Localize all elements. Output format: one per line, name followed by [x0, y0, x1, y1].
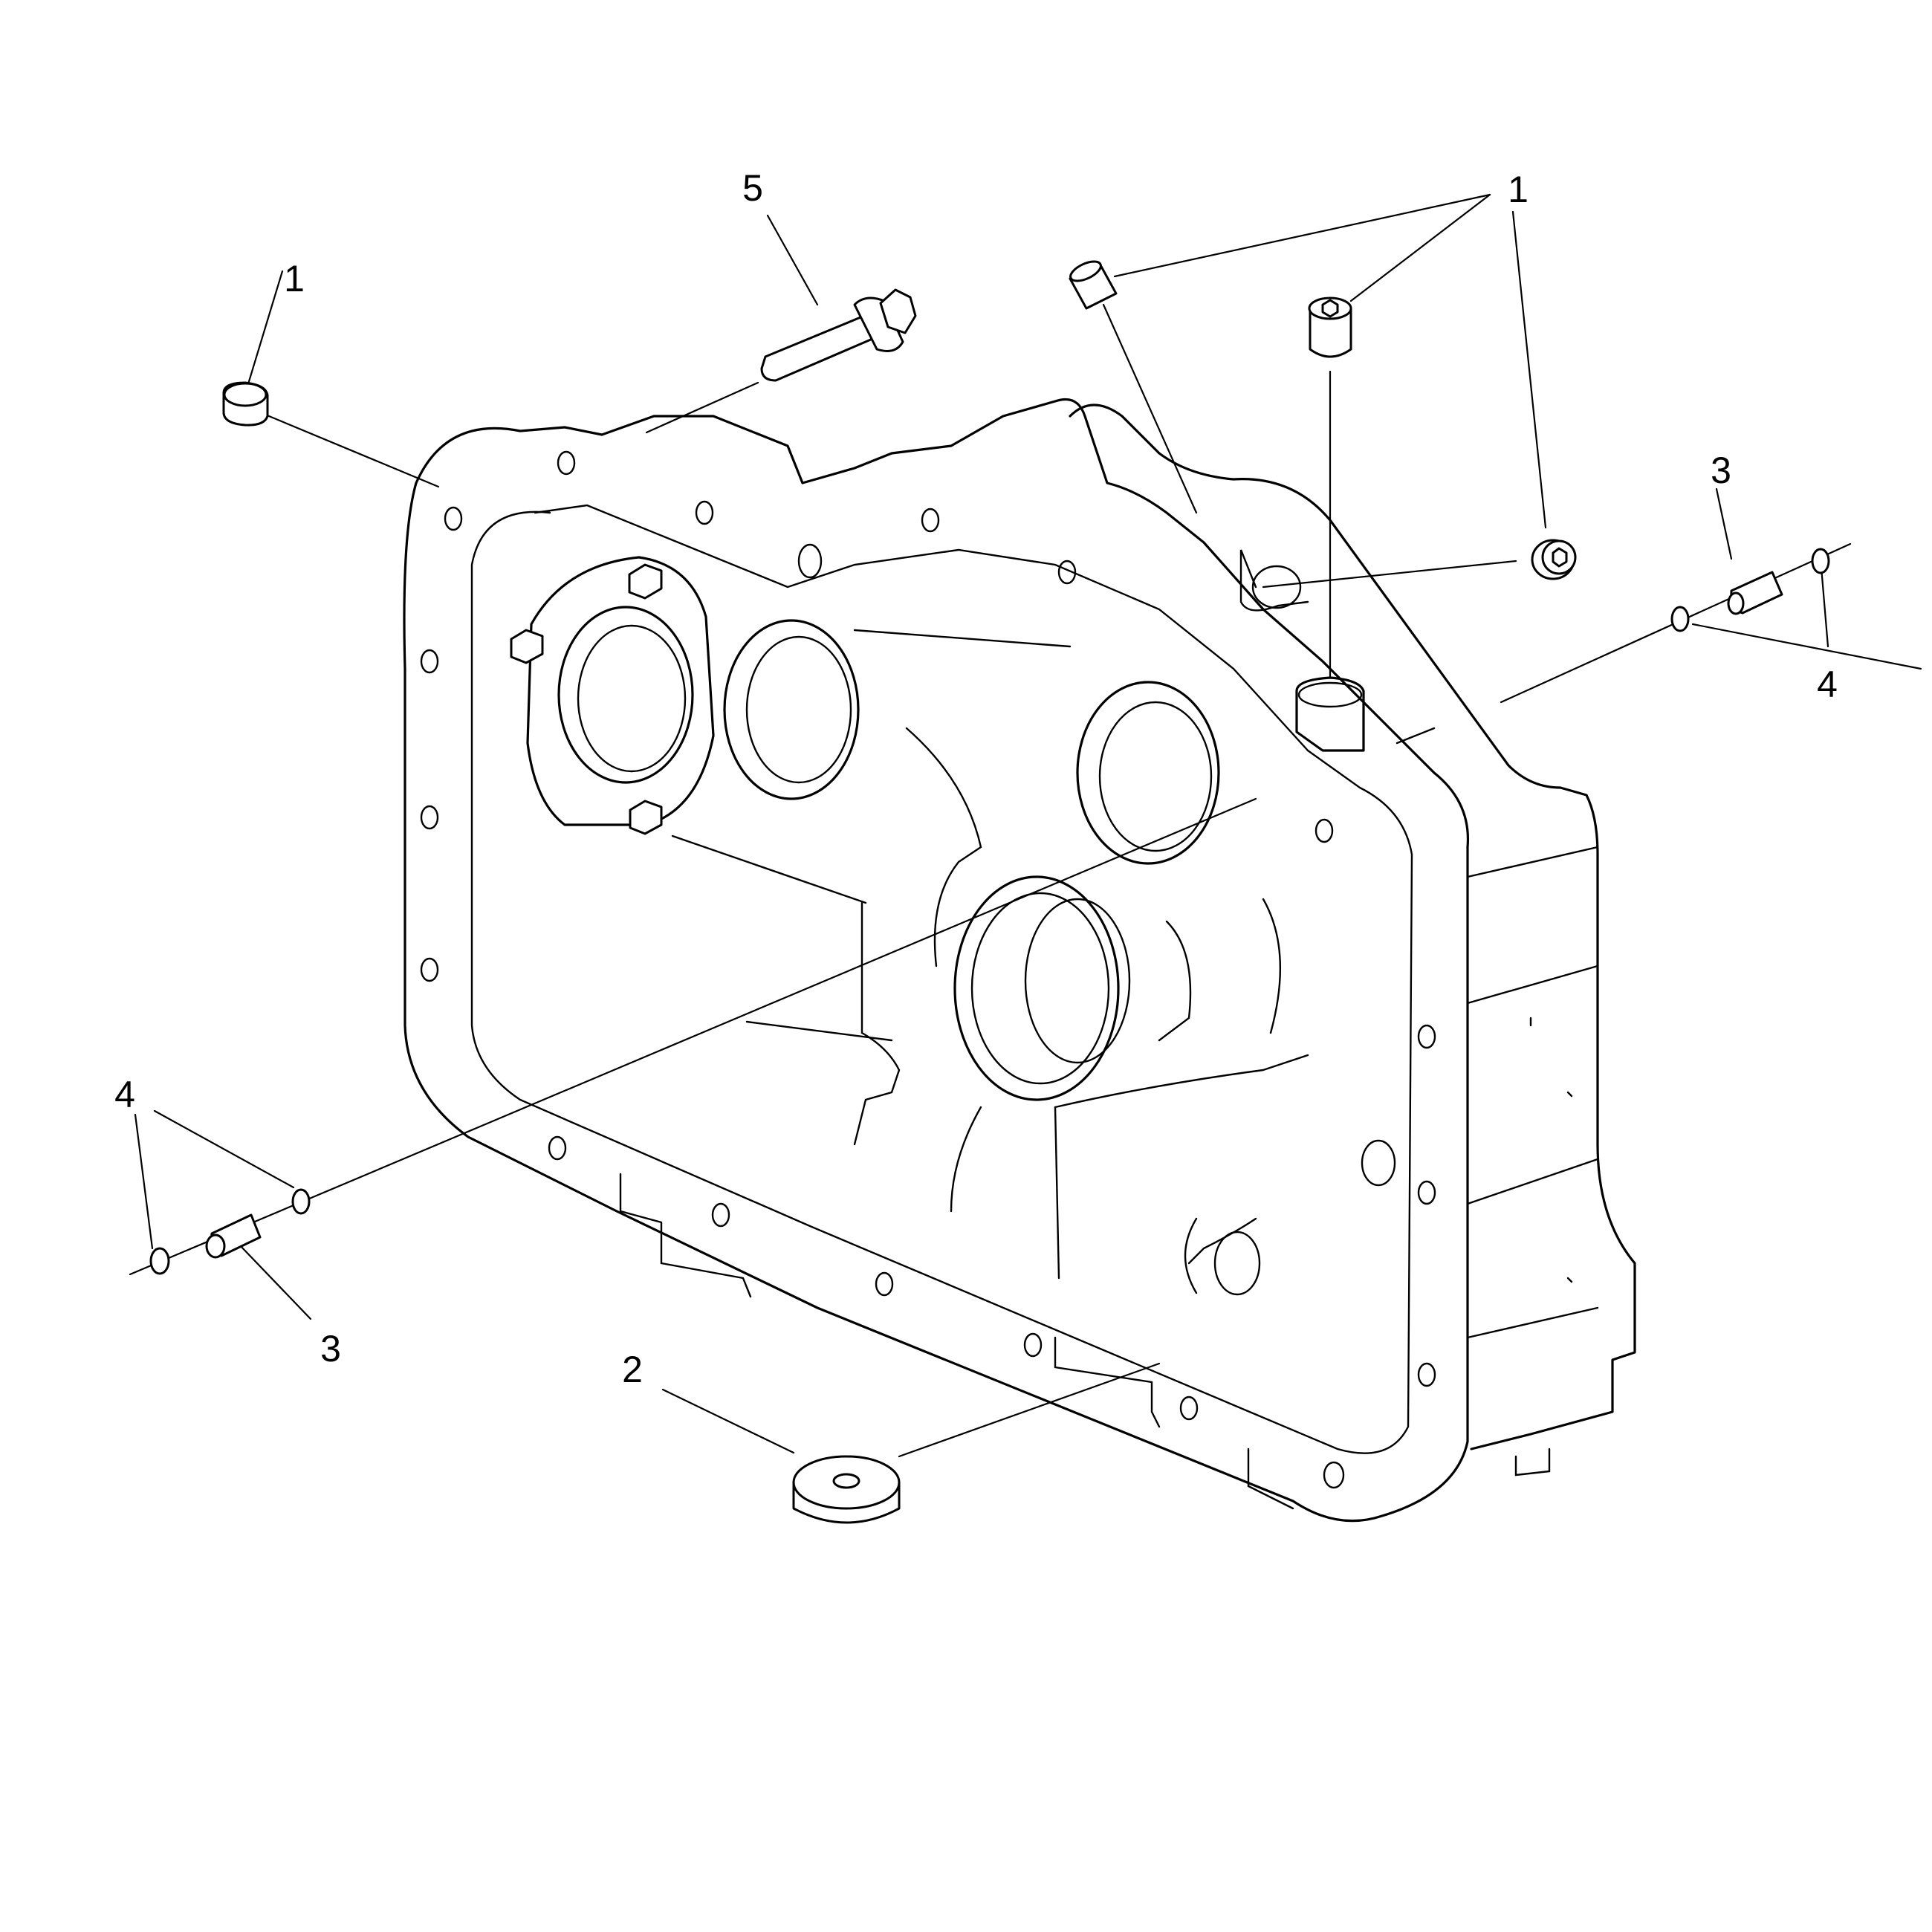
rubber-pad-part-2	[792, 1455, 901, 1524]
callout-2: 2	[622, 1349, 643, 1390]
callout-labels: 1 1 2 3 3 4 4 5	[114, 167, 1838, 1390]
callout-4-right: 4	[1817, 664, 1838, 705]
callout-1-left: 1	[284, 258, 305, 299]
transmission-housing	[403, 398, 1636, 1523]
retainer-bolts	[510, 563, 663, 835]
socket-plug-part-1	[1531, 539, 1577, 580]
callout-1-top: 1	[1508, 169, 1529, 210]
callout-4-left: 4	[114, 1074, 135, 1115]
bearing-bores	[526, 556, 1220, 1101]
plug-part-1-left	[222, 381, 269, 427]
washer-part-4-left	[149, 1188, 311, 1275]
leader-lines	[129, 193, 1922, 1458]
fitting-part-3-left	[205, 1213, 262, 1259]
set-screw-part-1	[1308, 296, 1352, 358]
washer-part-4-right	[1670, 548, 1830, 632]
flange-bolt-part-5	[760, 288, 917, 382]
callout-5: 5	[742, 167, 763, 209]
plug-part-1-top	[1069, 260, 1118, 310]
flange-bolt-holes	[420, 450, 1436, 1489]
callout-3-left: 3	[320, 1328, 341, 1369]
fitting-part-3-right	[1727, 571, 1783, 615]
callout-3-right: 3	[1711, 450, 1731, 491]
